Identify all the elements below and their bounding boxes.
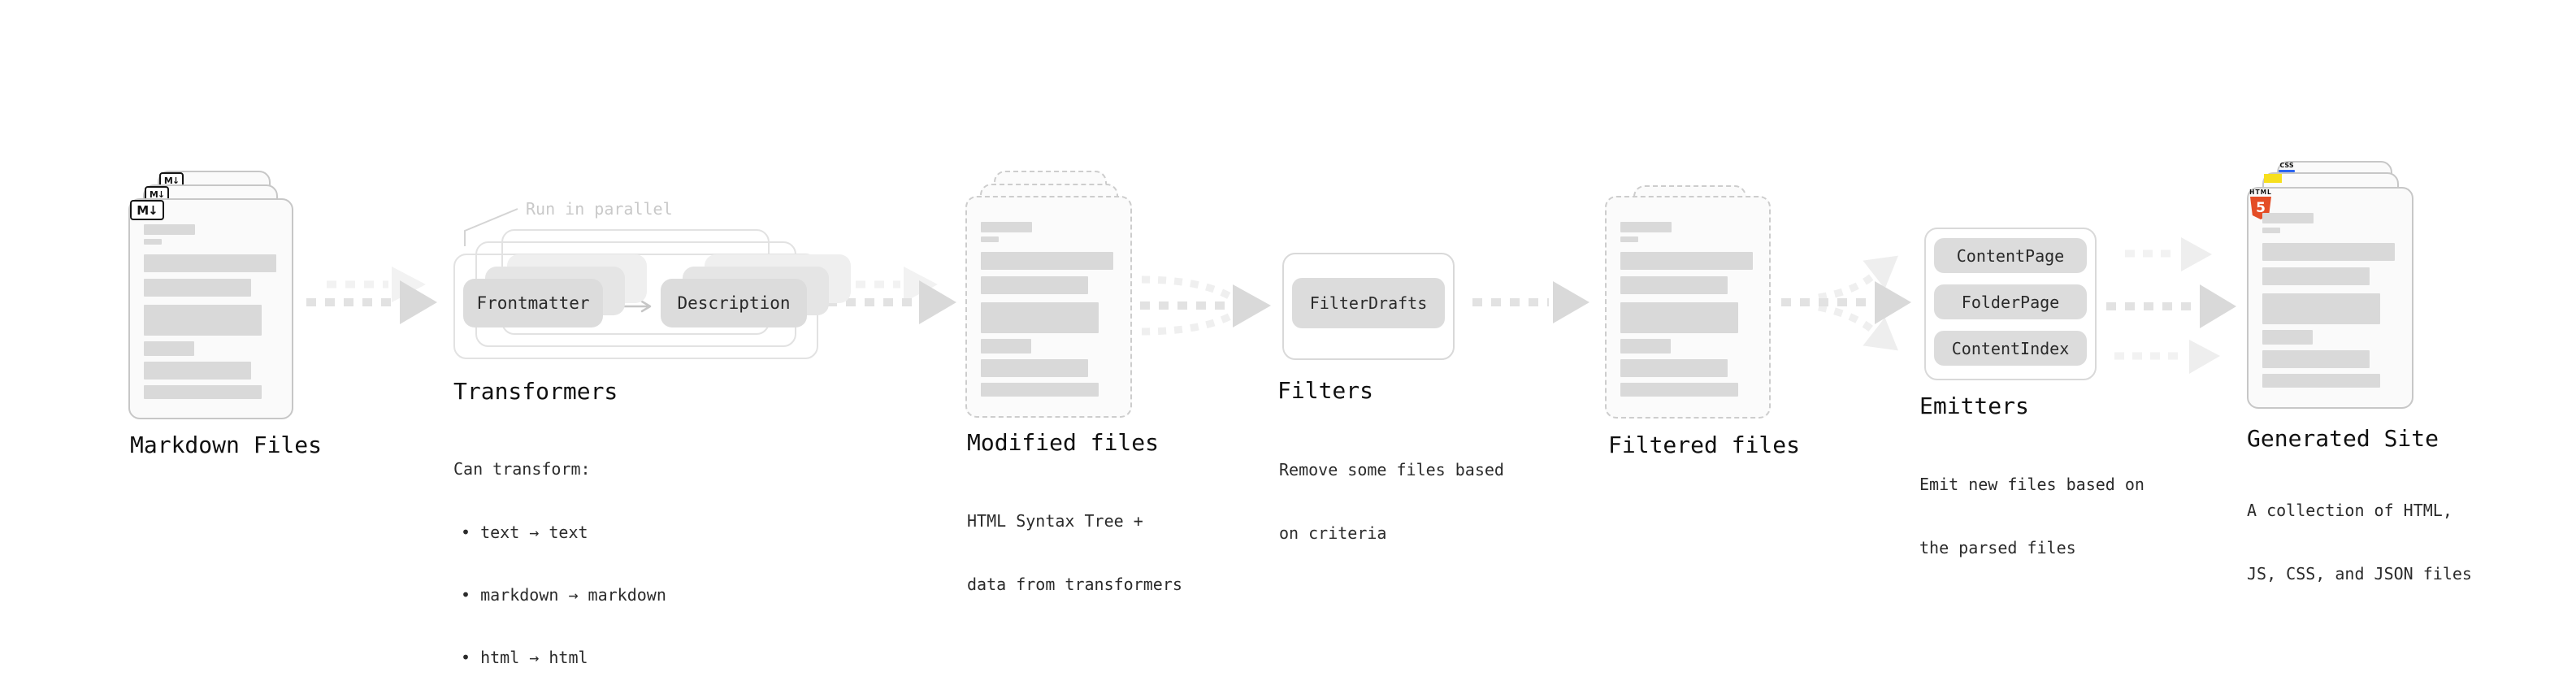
modified-files-description: HTML Syntax Tree + data from transformer… <box>967 468 1182 637</box>
stage-label-generated-site: Generated Site <box>2247 425 2439 452</box>
desc-bullet: • markdown → markdown <box>461 585 666 605</box>
folderpage-pill: FolderPage <box>1934 284 2087 319</box>
markdown-icon: M↓ <box>130 200 164 220</box>
stage-label-transformers: Transformers <box>453 378 618 405</box>
stage-transformers: Run in parallel Frontmatter Description … <box>453 195 851 667</box>
modified-file-card-front <box>965 196 1132 418</box>
stage-label-emitters: Emitters <box>1919 393 2029 419</box>
stage-label-markdown-files: Markdown Files <box>130 432 323 458</box>
filtered-file-card-front <box>1605 196 1771 419</box>
run-in-parallel-note: Run in parallel <box>526 199 673 219</box>
css-icon-label: CSS <box>2279 162 2294 169</box>
stage-label-filters: Filters <box>1277 377 1374 404</box>
file-content-placeholder <box>981 222 1113 397</box>
desc-line: HTML Syntax Tree + <box>967 511 1143 531</box>
contentpage-pill: ContentPage <box>1934 238 2087 273</box>
desc-bullet: • html → html <box>461 648 588 667</box>
generated-file-card-html: HTML 5 <box>2247 187 2413 409</box>
desc-line: Emit new files based on <box>1919 475 2144 494</box>
stage-filters: FilterDrafts Filters Remove some files b… <box>1277 253 1521 543</box>
desc-bullet: • text → text <box>461 523 588 542</box>
arrow-filters-to-filtered <box>1472 281 1589 323</box>
filterdrafts-pill: FilterDrafts <box>1292 278 1445 328</box>
frontmatter-pill: Frontmatter <box>463 279 603 327</box>
markdown-file-card-front: M↓ <box>128 198 293 419</box>
css-icon: CSS <box>2279 163 2295 172</box>
stage-label-modified-files: Modified files <box>967 429 1160 456</box>
desc-line: the parsed files <box>1919 538 2076 557</box>
stage-modified-files: Modified files HTML Syntax Tree + data f… <box>965 171 1209 594</box>
filters-description: Remove some files based on criteria <box>1279 417 1504 586</box>
transformers-description: Can transform: • text → text • markdown … <box>453 416 666 681</box>
emitters-description: Emit new files based on the parsed files <box>1919 432 2144 601</box>
html5-icon-number: 5 <box>2256 200 2266 216</box>
stage-emitters: ContentPage FolderPage ContentIndex Emit… <box>1919 228 2163 557</box>
html5-icon-label: HTML <box>2249 189 2272 196</box>
desc-line: Can transform: <box>453 459 591 479</box>
arrow-emitters-to-generated <box>2106 237 2236 374</box>
desc-line: data from transformers <box>967 575 1182 594</box>
desc-line: JS, CSS, and JSON files <box>2247 564 2472 583</box>
stage-generated-site: CSS HTML 5 Generated Site A collection o… <box>2247 159 2491 583</box>
stage-label-filtered-files: Filtered files <box>1608 432 1801 458</box>
css-icon-underline <box>2279 170 2295 172</box>
contentindex-pill: ContentIndex <box>1934 331 2087 366</box>
desc-line: A collection of HTML, <box>2247 501 2452 520</box>
desc-line: Remove some files based <box>1279 460 1504 479</box>
javascript-icon <box>2264 174 2282 183</box>
arrow-filtered-to-emitters <box>1781 255 1911 351</box>
description-pill: Description <box>661 279 807 327</box>
stage-filtered-files: Filtered files <box>1605 171 1832 479</box>
generated-site-description: A collection of HTML, JS, CSS, and JSON … <box>2247 458 2472 627</box>
arrow-modified-to-filters <box>1140 275 1271 336</box>
callout-leader-line <box>464 208 518 246</box>
arrow-markdown-to-transformers <box>306 267 437 324</box>
file-content-placeholder <box>1620 222 1753 397</box>
desc-line: on criteria <box>1279 523 1387 543</box>
arrow-transformers-to-modified <box>827 267 956 324</box>
stage-markdown-files: M↓ M↓ M↓ Markdown Files <box>128 159 340 468</box>
file-content-placeholder <box>144 224 276 399</box>
file-content-placeholder <box>2262 213 2395 388</box>
